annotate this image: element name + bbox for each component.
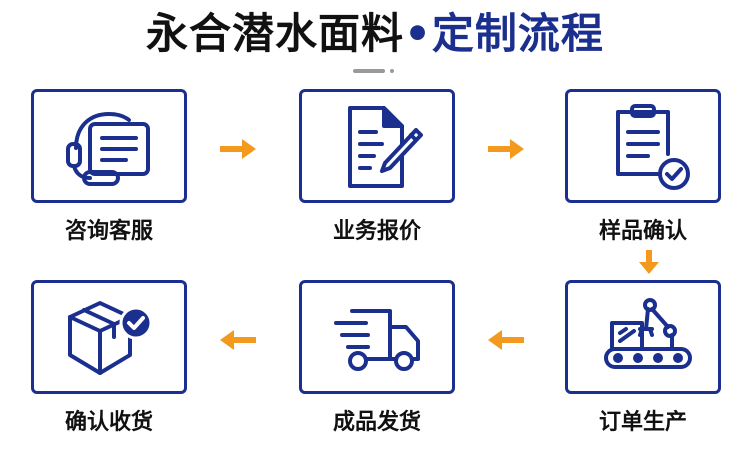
step-receipt: 确认收货 xyxy=(31,280,187,438)
step-production: 订单生产 xyxy=(565,280,721,438)
package-check-icon xyxy=(68,301,153,375)
arrow-left-icon xyxy=(488,330,524,350)
step-label: 样品确认 xyxy=(598,219,687,244)
step-box xyxy=(299,89,455,203)
step-box xyxy=(299,280,455,394)
title-divider-dot xyxy=(390,69,394,73)
step-box xyxy=(565,89,721,203)
customer-service-headset-icon xyxy=(66,112,150,186)
page-title: 永合潜水面料•定制流程 xyxy=(0,4,750,64)
step-sample: 样品确认 xyxy=(565,89,721,247)
factory-robot-arm-icon xyxy=(604,298,692,369)
delivery-truck-icon xyxy=(334,309,420,371)
arrow-right-icon xyxy=(220,139,256,159)
step-quote: 业务报价 xyxy=(299,89,455,247)
step-label: 咨询客服 xyxy=(64,219,153,244)
step-label: 订单生产 xyxy=(598,410,687,435)
title-main: 永合潜水面料 xyxy=(146,9,405,58)
step-box xyxy=(31,89,187,203)
step-shipping: 成品发货 xyxy=(299,280,455,438)
step-box xyxy=(565,280,721,394)
step-label: 业务报价 xyxy=(332,219,421,244)
title-highlight: 定制流程 xyxy=(431,9,604,58)
arrow-right-icon xyxy=(488,139,524,159)
step-label: 确认收货 xyxy=(64,410,153,435)
step-label: 成品发货 xyxy=(332,410,421,435)
arrow-left-icon xyxy=(220,330,256,350)
clipboard-check-icon xyxy=(616,104,690,190)
arrow-down-icon xyxy=(639,250,659,274)
document-pen-icon xyxy=(348,106,423,188)
step-box xyxy=(31,280,187,394)
step-consult: 咨询客服 xyxy=(31,89,187,247)
title-divider xyxy=(353,69,385,73)
title-separator: • xyxy=(404,9,432,58)
